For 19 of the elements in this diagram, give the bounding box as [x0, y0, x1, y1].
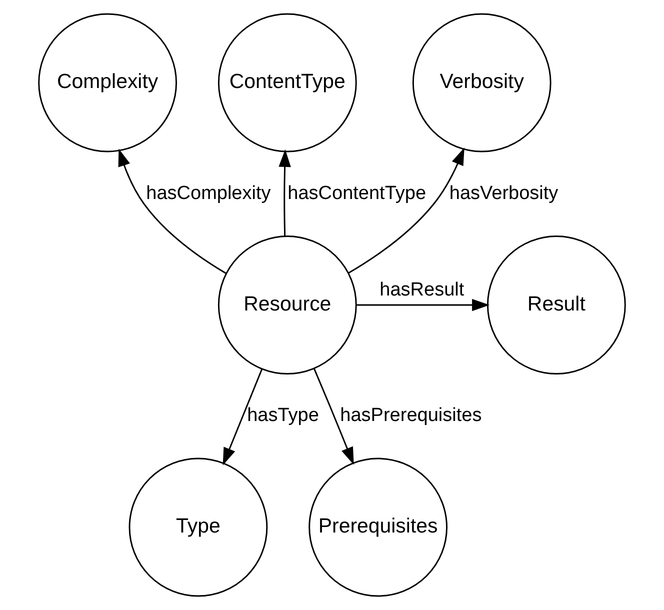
node-circle: Resource	[218, 236, 357, 374]
arrow	[278, 149, 291, 236]
edge-label: hasPrerequisites	[340, 405, 482, 426]
arrow	[356, 298, 490, 312]
node-circle: Complexity	[38, 13, 178, 152]
arrow	[313, 368, 354, 465]
node-circle: Verbosity	[412, 13, 552, 152]
arrow	[118, 148, 226, 274]
edge-label: hasComplexity	[146, 182, 271, 204]
edge-label: hasVerbosity	[449, 182, 558, 204]
node-circle: Result	[486, 236, 626, 374]
edge-label: hasResult	[380, 279, 464, 300]
node-circle: ContentType	[218, 13, 357, 152]
node-circle: Prerequisites	[308, 458, 448, 597]
node-circle: Type	[128, 458, 268, 597]
arrow	[348, 148, 464, 274]
edge-label: hasType	[247, 405, 319, 426]
edge-label: hasContentType	[288, 182, 426, 204]
arrow	[222, 369, 263, 466]
